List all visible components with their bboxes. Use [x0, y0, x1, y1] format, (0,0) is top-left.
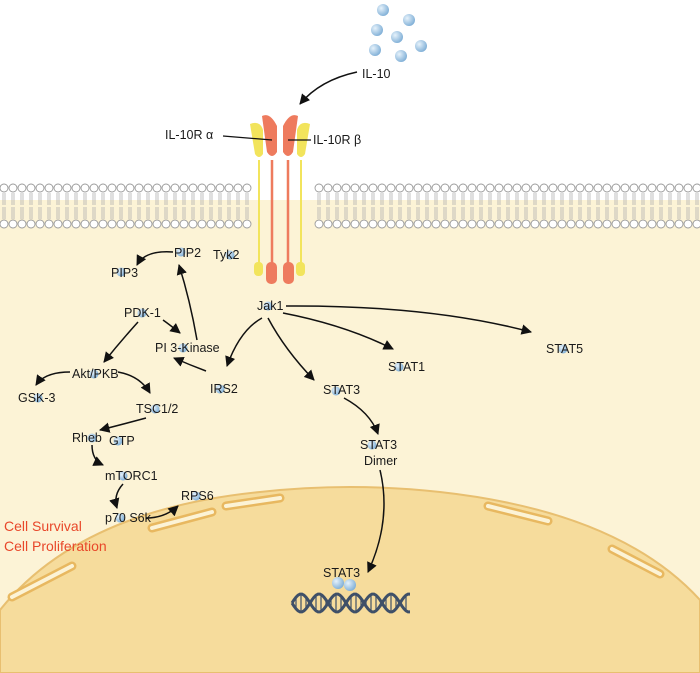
tsc12-label: TSC1/2 [136, 402, 178, 416]
cell-membrane [0, 183, 700, 229]
pip2-label: PIP2 [174, 246, 201, 260]
il10r-alpha-label: IL-10R α [165, 128, 213, 142]
jak1-label: Jak1 [257, 299, 283, 313]
mtorc1-label: mTORC1 [105, 469, 158, 483]
pathway-arrows [35, 251, 533, 573]
stat5-label: STAT5 [546, 342, 583, 356]
molecule-markers [33, 247, 568, 523]
akt-pkb-label: Akt/PKB [72, 367, 119, 381]
stat3-label: STAT3 [323, 383, 360, 397]
stat3-on-dna-molecules [332, 577, 356, 591]
il10r-beta-label: IL-10R β [313, 133, 361, 147]
pip3-label: PIP3 [111, 266, 138, 280]
gtp-label: GTP [109, 434, 135, 448]
irs2-label: IRS2 [210, 382, 238, 396]
il10-molecule-cluster [369, 4, 427, 62]
rps6-label: RPS6 [181, 489, 214, 503]
cell-survival-label: Cell Survival [4, 518, 82, 534]
stat1-label: STAT1 [388, 360, 425, 374]
stat3-nuclear-label: STAT3 [323, 566, 360, 580]
tyk2-label: Tyk2 [213, 248, 239, 262]
stat3-dimer-label-line1: STAT3 [360, 438, 397, 452]
rheb-label: Rheb [72, 431, 102, 445]
pi3-kinase-label: PI 3-Kinase [155, 341, 220, 355]
p70-s6k-label: p70 S6k [105, 511, 152, 525]
il10-label: IL-10 [362, 67, 391, 81]
pdk1-label: PDK-1 [124, 306, 161, 320]
cell-proliferation-label: Cell Proliferation [4, 538, 107, 554]
gsk3-label: GSK-3 [18, 391, 56, 405]
arrow-il10-to-receptor [299, 71, 358, 105]
dna-helix-icon [290, 592, 410, 614]
stat3-dimer-label-line2: Dimer [364, 454, 397, 468]
